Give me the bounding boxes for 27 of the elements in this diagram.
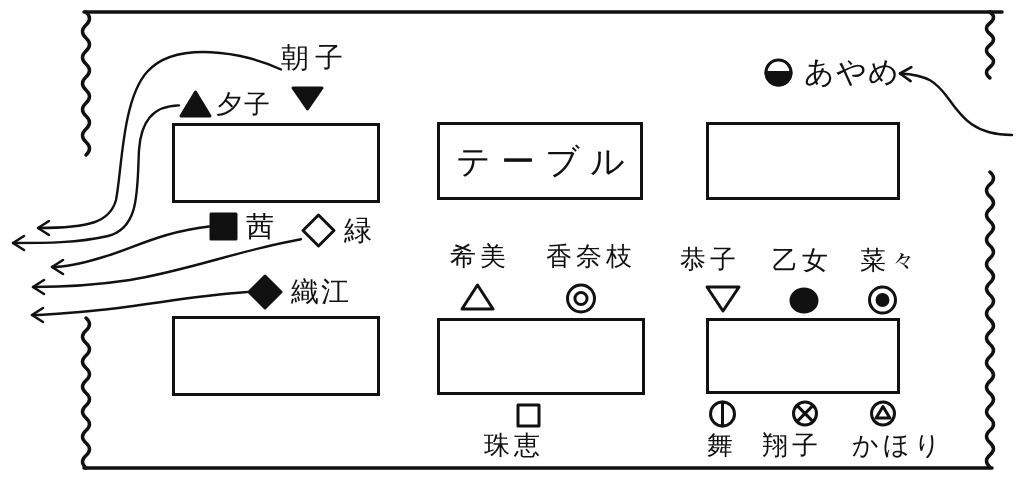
name-label: 恭子 [680,246,740,272]
name-label: 朝子 [281,44,349,72]
name-label: 珠恵 [484,432,544,458]
arrow [11,104,181,252]
table-box [706,318,900,394]
table-box: テーブル [437,122,643,200]
name-label: 夕子 [216,91,272,117]
name-label: かほり [852,432,945,458]
table-box [172,123,380,203]
table-box [706,122,900,200]
name-label: 菜々 [860,247,920,273]
name-label: 乙女 [772,247,832,273]
table-box [172,316,380,396]
name-label: あやめ [804,57,900,87]
arrow [50,225,211,276]
name-label: 茜 [246,212,274,241]
name-label: 緑 [344,216,372,245]
table-box [437,318,645,395]
name-label: 翔子 [762,432,822,458]
name-label: 希美 [450,243,510,269]
arrow [30,290,249,324]
arrow [898,66,1014,137]
name-label: 舞 [707,432,737,458]
arrow [36,50,283,237]
arrow [31,238,303,296]
name-label: 香奈枝 [546,243,636,269]
name-label: 織江 [291,278,351,306]
